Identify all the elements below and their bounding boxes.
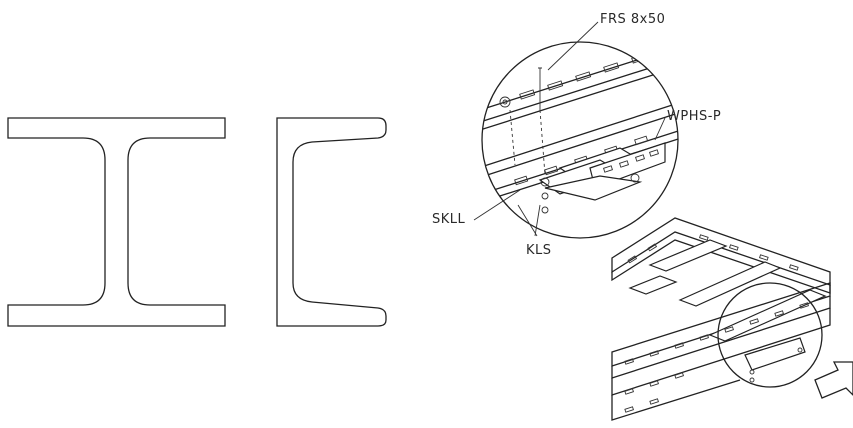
leader-lines: [473, 21, 666, 237]
direction-arrow-icon: [814, 361, 853, 399]
ladder-detail-circle: [717, 282, 823, 388]
label-kls: KLS: [526, 243, 552, 258]
c-channel-profile: [276, 117, 387, 327]
label-wphs: WPHS-P: [667, 109, 721, 124]
label-skll: SKLL: [432, 212, 466, 227]
cable-ladder-assembly: [611, 217, 831, 421]
detail-circle: [481, 41, 679, 239]
i-beam-profile: [7, 117, 226, 327]
magnified-detail: [481, 41, 679, 239]
label-frs: FRS 8x50: [600, 12, 665, 27]
